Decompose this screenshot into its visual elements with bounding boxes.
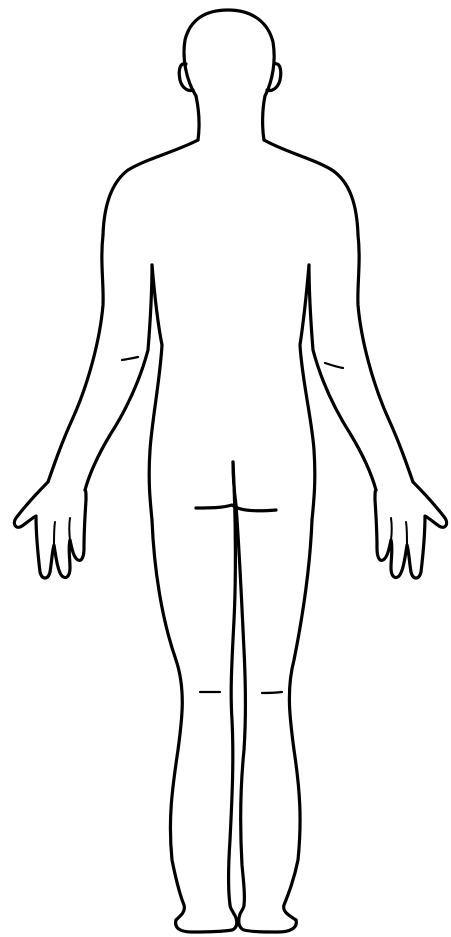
right-arm-inner-outline (309, 265, 376, 490)
left-hand-outline (14, 482, 86, 578)
left-arm-inner-outline (85, 265, 152, 490)
torso-right-outline (300, 265, 315, 520)
right-finger-line-1 (406, 522, 407, 545)
left-elbow-mark (122, 357, 138, 360)
head-outline (184, 10, 274, 96)
right-arm-outer-outline (358, 235, 413, 482)
right-shoulder-outline (264, 140, 358, 235)
left-finger-line-1 (54, 522, 55, 545)
left-arm-outer-outline (48, 235, 103, 482)
left-shoulder-outline (103, 140, 198, 235)
right-leg-outer-outline (284, 520, 312, 920)
right-foot-outline (239, 905, 297, 932)
left-finger-line-2 (69, 518, 70, 540)
neck-left-outline (196, 96, 199, 140)
left-leg-outer-outline (152, 520, 184, 920)
right-elbow-mark (325, 363, 343, 368)
left-leg-inner-outline (229, 462, 236, 905)
right-finger-line-2 (391, 518, 392, 540)
right-leg-inner-outline (236, 505, 246, 905)
neck-right-outline (263, 96, 265, 140)
right-hand-outline (375, 482, 447, 578)
right-knee-mark (262, 692, 282, 693)
